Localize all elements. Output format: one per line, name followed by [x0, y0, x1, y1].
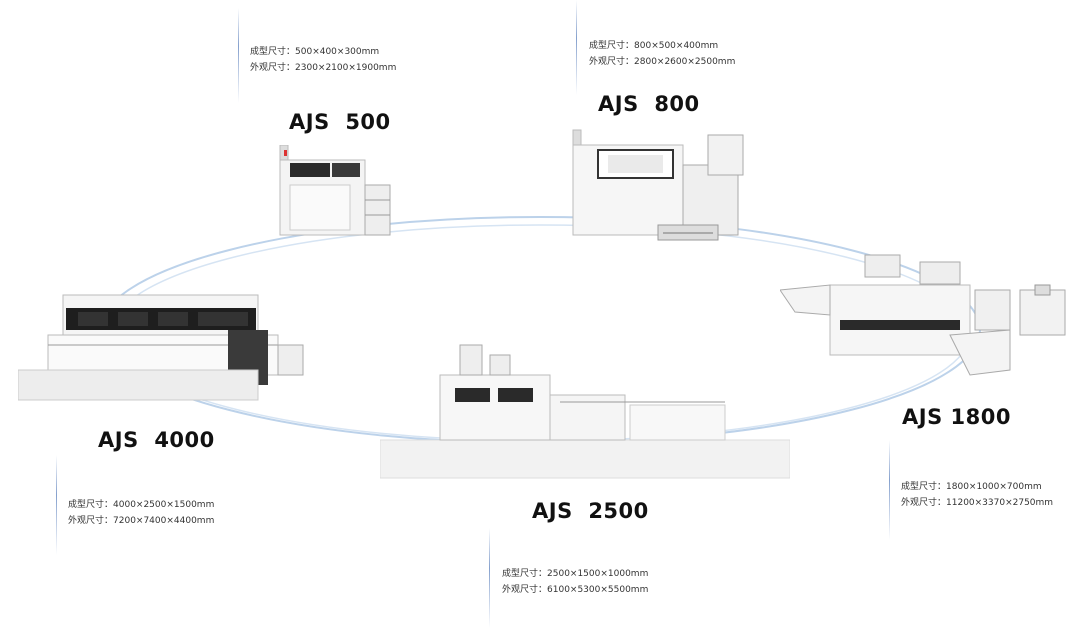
ajs4000-spec-overall-size: 外观尺寸：7200×7400×4400mm: [68, 516, 215, 526]
ajs800-spec-build-size: 成型尺寸：800×500×400mm: [589, 41, 719, 51]
ajs1800-spec-overall-size: 外观尺寸：11200×3370×2750mm: [901, 498, 1054, 508]
ajs4000-spec-block: 成型尺寸：4000×2500×1500mm 外观尺寸：7200×7400×440…: [68, 497, 214, 529]
ajs2500-machine-image: [380, 344, 790, 479]
ajs1800-machine-image: [780, 254, 1066, 376]
spec-divider-line: [56, 455, 57, 555]
ajs500-spec-block: 成型尺寸：500×400×300mm 外观尺寸：2300×2100×1900mm: [250, 44, 396, 76]
ajs800-machine-image: [572, 129, 744, 241]
ajs500-machine-image: [279, 145, 391, 236]
ajs2500-spec-overall-size: 外观尺寸：6100×5300×5500mm: [502, 585, 649, 595]
spec-divider-line: [889, 440, 890, 540]
ajs4000-model-title: AJS 4000: [98, 428, 215, 452]
ajs2500-spec-build-size: 成型尺寸：2500×1500×1000mm: [502, 569, 649, 579]
ajs800-model-title: AJS 800: [598, 92, 700, 116]
ajs500-spec-overall-size: 外观尺寸：2300×2100×1900mm: [250, 63, 397, 73]
ajs500-spec-build-size: 成型尺寸：500×400×300mm: [250, 47, 380, 57]
ajs500-model-title: AJS 500: [289, 110, 391, 134]
ajs1800-model-title: AJS 1800: [902, 405, 1011, 429]
ajs800-spec-block: 成型尺寸：800×500×400mm 外观尺寸：2800×2600×2500mm: [589, 38, 735, 70]
ajs2500-spec-block: 成型尺寸：2500×1500×1000mm 外观尺寸：6100×5300×550…: [502, 566, 648, 598]
ajs1800-spec-build-size: 成型尺寸：1800×1000×700mm: [901, 482, 1042, 492]
ajs2500-model-title: AJS 2500: [532, 499, 649, 523]
ajs800-spec-overall-size: 外观尺寸：2800×2600×2500mm: [589, 57, 736, 67]
ajs4000-machine-image: [18, 294, 304, 401]
spec-divider-line: [576, 0, 577, 95]
ajs4000-spec-build-size: 成型尺寸：4000×2500×1500mm: [68, 500, 215, 510]
spec-divider-line: [489, 528, 490, 628]
spec-divider-line: [238, 8, 239, 103]
ajs1800-spec-block: 成型尺寸：1800×1000×700mm 外观尺寸：11200×3370×275…: [901, 479, 1053, 511]
